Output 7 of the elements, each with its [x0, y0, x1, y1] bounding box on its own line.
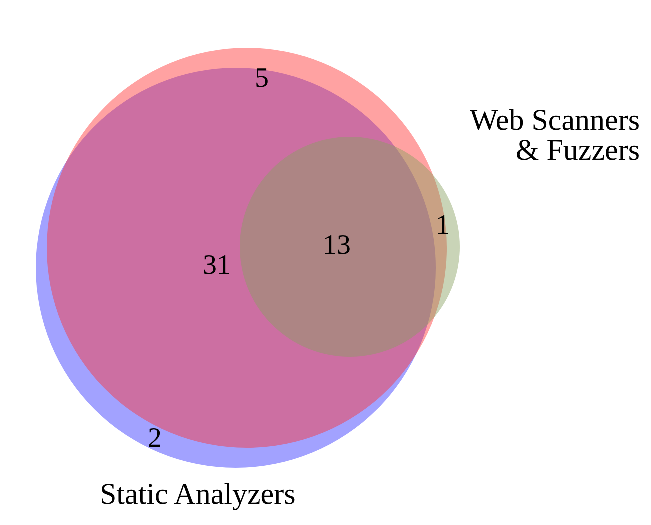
set-label: Web Scanners & Fuzzers [468, 106, 640, 166]
region-count: 31 [203, 252, 231, 280]
region-count: 13 [323, 232, 351, 260]
set-label: Static Analyzers [100, 480, 296, 510]
region-count: 2 [148, 425, 162, 453]
region-count: 5 [255, 65, 269, 93]
region-count: 1 [436, 212, 450, 240]
